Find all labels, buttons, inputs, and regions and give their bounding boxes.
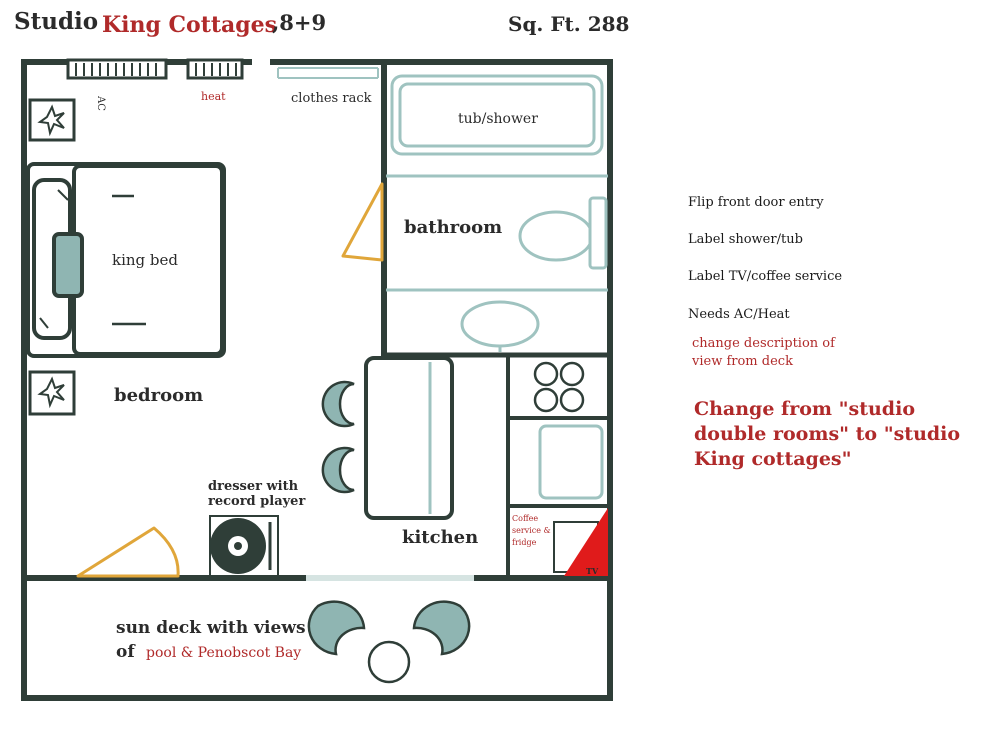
deck-label: sun deck with views [116, 618, 306, 638]
tv-marker [564, 508, 608, 576]
dresser-label-2: record player [208, 494, 306, 509]
clothes-rack-label: clothes rack [291, 91, 372, 106]
bath-sink [460, 300, 540, 352]
tub-shower-label: tub/shower [458, 111, 538, 127]
note-deck-change-2: view from deck [692, 354, 793, 369]
square-feet: Sq. Ft. 288 [508, 12, 630, 36]
kitchen-sink [538, 424, 604, 500]
toilet [518, 196, 608, 270]
note-label-tv: Label TV/coffee service [688, 269, 843, 284]
note-rename-3: King cottages" [694, 448, 852, 470]
note-rename-1: Change from "studio [694, 398, 915, 420]
stove [533, 361, 585, 413]
kitchen-island [364, 356, 454, 520]
note-ac-heat: Needs AC/Heat [688, 307, 790, 322]
unit-numbers: ,8+9 [272, 10, 327, 35]
ac-label: AC [95, 96, 106, 111]
ac-unit [66, 58, 168, 80]
bathroom-door [341, 182, 384, 262]
coffee-label-1: Coffee [512, 514, 539, 523]
title-name: King Cottages [102, 12, 278, 38]
record-player-icon [209, 515, 279, 577]
deck-furniture [307, 600, 471, 684]
heat-unit [186, 58, 244, 80]
king-bed-label: king bed [112, 251, 178, 269]
walls [21, 59, 613, 701]
bedroom-label: bedroom [114, 385, 204, 406]
plant-icon [28, 370, 76, 416]
coffee-label-2: service & [512, 526, 551, 535]
deck-of-label: of [116, 642, 135, 662]
coffee-label-3: fridge [512, 538, 537, 547]
note-rename-2: double rooms" to "studio [694, 423, 961, 445]
tub [390, 74, 604, 156]
king-bed [26, 162, 226, 358]
kitchen-counter [506, 355, 610, 578]
title-prefix: Studio [14, 8, 99, 35]
kitchen-label: kitchen [402, 527, 479, 548]
clothes-rack [277, 67, 379, 79]
note-deck-change-1: change description of [692, 336, 835, 351]
deck-place-label: pool & Penobscot Bay [146, 645, 302, 661]
heat-label: heat [201, 90, 226, 103]
note-flip-door: Flip front door entry [688, 195, 824, 210]
note-label-shower: Label shower/tub [688, 232, 803, 247]
stools [321, 380, 355, 494]
bedroom-door [76, 526, 180, 578]
plant-icon [28, 98, 76, 142]
bathroom-label: bathroom [404, 217, 503, 238]
tv-label: TV [586, 566, 599, 576]
dresser-label-1: dresser with [208, 479, 299, 494]
